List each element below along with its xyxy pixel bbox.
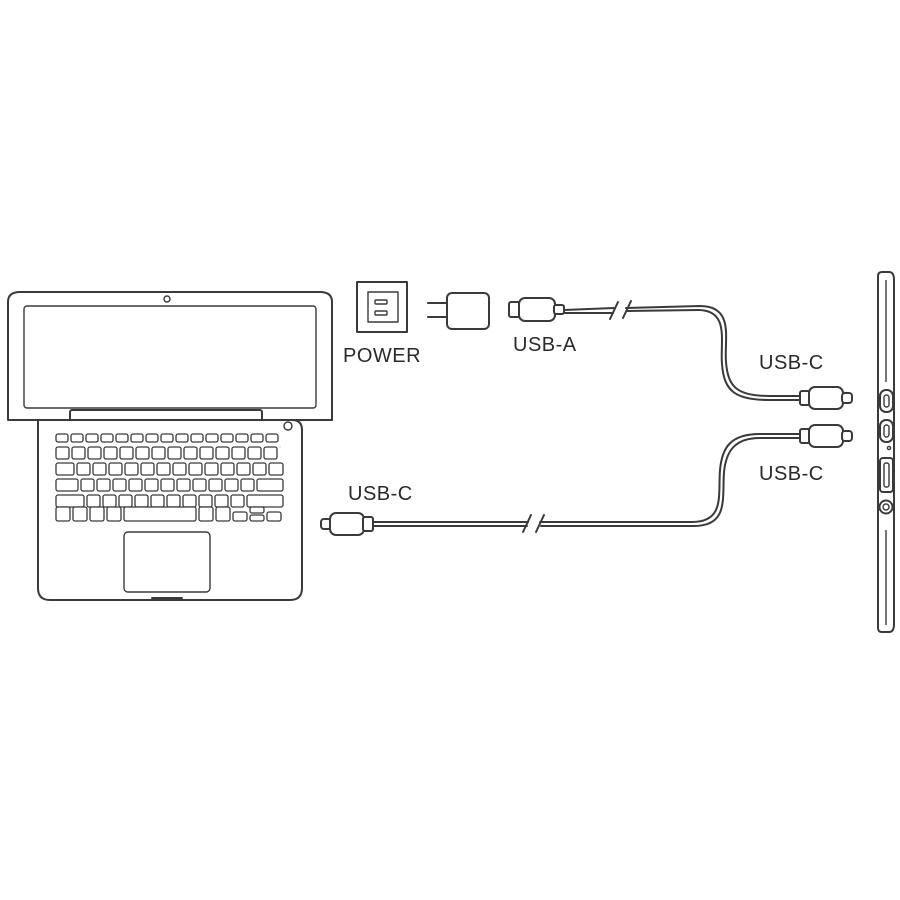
keyboard-key [269, 463, 283, 475]
keyboard-key [56, 479, 78, 491]
keyboard-key [119, 495, 132, 507]
keyboard-key [56, 447, 69, 459]
keyboard-key [81, 479, 94, 491]
laptop-lid [8, 292, 332, 420]
keyboard-key [131, 434, 143, 442]
keyboard-key [135, 495, 148, 507]
keyboard-key [209, 479, 222, 491]
keyboard-key [71, 434, 83, 442]
keyboard-key [56, 434, 68, 442]
keyboard-key [56, 463, 74, 475]
label-usb-c-top: USB-C [759, 352, 824, 374]
keyboard-key [151, 495, 164, 507]
keyboard-key [167, 495, 180, 507]
keyboard-key [191, 434, 203, 442]
keyboard-key [267, 512, 281, 521]
keyboard-key [124, 507, 196, 521]
keyboard-key [232, 447, 245, 459]
keyboard-key [157, 463, 170, 475]
keyboard-key [152, 447, 165, 459]
keyboard-key [145, 479, 158, 491]
keyboard-key [221, 434, 233, 442]
keyboard-key [200, 447, 213, 459]
keyboard-key [199, 495, 212, 507]
usb-a-to-usb-c-cable [564, 301, 800, 400]
keyboard-key [266, 434, 278, 442]
keyboard-key [216, 507, 230, 521]
keyboard-key [184, 447, 197, 459]
keyboard-key [177, 479, 190, 491]
keyboard-key [176, 434, 188, 442]
keyboard-key [146, 434, 158, 442]
keyboard-key [103, 495, 116, 507]
usb-c-plug-left-icon [321, 513, 373, 535]
keyboard-key [248, 447, 261, 459]
keyboard-key [221, 463, 234, 475]
keyboard-key [236, 434, 248, 442]
keyboard-key [93, 463, 106, 475]
keyboard-key [77, 463, 90, 475]
power-adapter-icon [428, 293, 489, 329]
keyboard-key [173, 463, 186, 475]
label-usb-a: USB-A [513, 334, 577, 356]
keyboard-key [237, 463, 250, 475]
usb-c-to-usb-c-cable [373, 434, 800, 532]
usb-c-plug-top-icon [800, 387, 852, 409]
label-usb-c-right: USB-C [759, 463, 824, 485]
keyboard-key [216, 447, 229, 459]
keyboard-key [161, 434, 173, 442]
laptop [8, 292, 332, 600]
keyboard-key [104, 447, 117, 459]
keyboard-key [88, 447, 101, 459]
keyboard-key [87, 495, 100, 507]
keyboard-key [141, 463, 154, 475]
monitor-usb-c-port-2 [880, 420, 893, 442]
usb-a-plug-icon [509, 298, 564, 321]
keyboard-key [168, 447, 181, 459]
keyboard-key [183, 495, 196, 507]
keyboard-key [107, 507, 121, 521]
keyboard-key [250, 515, 264, 521]
keyboard-key [161, 479, 174, 491]
keyboard-key [247, 495, 283, 507]
portable-monitor [878, 272, 894, 632]
usb-c-plug-right-icon [800, 425, 852, 447]
keyboard-key [101, 434, 113, 442]
keyboard-key [251, 434, 263, 442]
keyboard-key [109, 463, 122, 475]
keyboard-key [113, 479, 126, 491]
keyboard-key [125, 463, 138, 475]
keyboard-key [97, 479, 110, 491]
keyboard-key [199, 507, 213, 521]
keyboard-key [205, 463, 218, 475]
keyboard-key [231, 495, 244, 507]
keyboard-key [73, 507, 87, 521]
keyboard-key [136, 447, 149, 459]
wall-outlet-icon [357, 282, 407, 332]
keyboard-key [72, 447, 85, 459]
keyboard-key [86, 434, 98, 442]
monitor-audio-jack [880, 501, 893, 514]
keyboard-key [120, 447, 133, 459]
keyboard-key [206, 434, 218, 442]
monitor-usb-c-port-1 [880, 390, 893, 412]
keyboard-key [189, 463, 202, 475]
keyboard-key [193, 479, 206, 491]
keyboard-key [90, 507, 104, 521]
keyboard-key [215, 495, 228, 507]
keyboard-key [225, 479, 238, 491]
label-usb-c-left: USB-C [348, 483, 413, 505]
keyboard-key [56, 507, 70, 521]
keyboard-key [129, 479, 142, 491]
keyboard-key [253, 463, 266, 475]
keyboard-key [264, 447, 277, 459]
keyboard-key [56, 495, 84, 507]
keyboard-key [241, 479, 254, 491]
keyboard-key [250, 507, 264, 513]
label-power: POWER [343, 345, 421, 367]
keyboard-key [116, 434, 128, 442]
keyboard-key [257, 479, 283, 491]
keyboard-key [233, 512, 247, 521]
